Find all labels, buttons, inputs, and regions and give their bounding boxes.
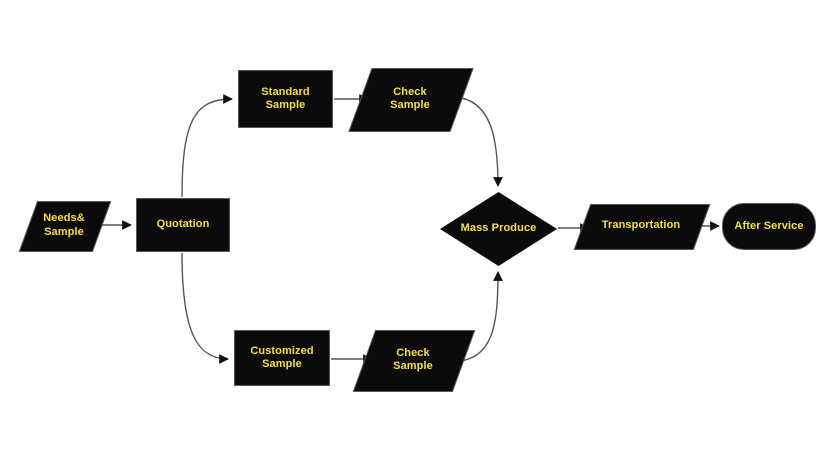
edge-check-sample-top-to-mass-produce (454, 96, 503, 187)
node-check-sample-bottom[interactable]: Check Sample (352, 330, 476, 392)
edge-quotation-to-customized-sample (181, 252, 229, 364)
node-label: Quotation (156, 218, 210, 231)
node-customized-sample[interactable]: Customized Sample (234, 330, 330, 386)
node-needs-sample[interactable]: Needs& Sample (18, 201, 112, 252)
edge-quotation-to-standard-sample (181, 94, 233, 198)
node-transportation[interactable]: Transportation (573, 204, 711, 250)
node-label: Mass Produce (460, 222, 537, 235)
node-label: Transportation (601, 219, 681, 232)
node-label: Check Sample (393, 346, 433, 372)
node-label: After Service (734, 219, 804, 232)
node-label: Check Sample (390, 85, 430, 111)
node-label: Standard Sample (261, 85, 310, 111)
node-label: Customized Sample (250, 344, 314, 370)
node-quotation[interactable]: Quotation (136, 198, 230, 252)
node-after-service[interactable]: After Service (722, 203, 816, 250)
node-standard-sample[interactable]: Standard Sample (238, 70, 333, 128)
node-label: Needs& Sample (43, 212, 85, 238)
node-check-sample-top[interactable]: Check Sample (348, 68, 474, 132)
node-mass-produce[interactable]: Mass Produce (440, 192, 557, 266)
